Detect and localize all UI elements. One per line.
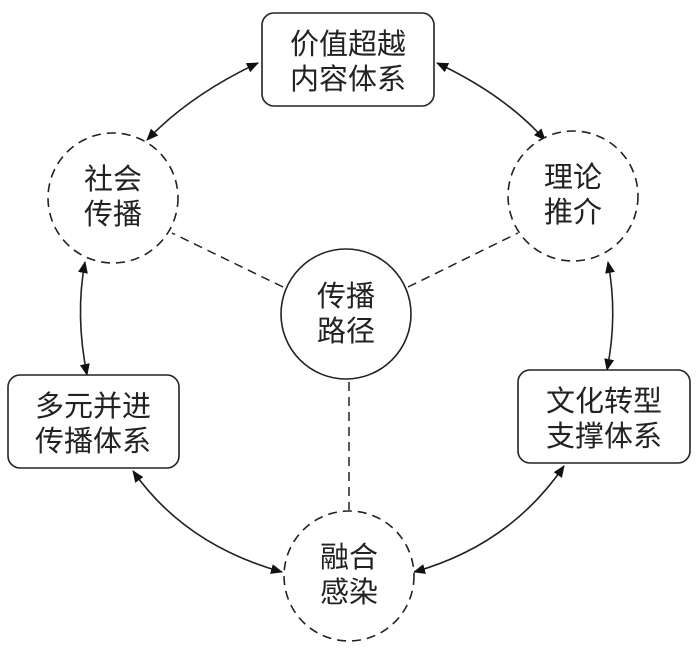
node-label-line1: 价值超越 bbox=[290, 27, 406, 61]
node-multi-parallel-system: 多元并进 传播体系 bbox=[7, 374, 180, 469]
node-label-line2: 推介 bbox=[544, 195, 602, 229]
node-label-line2: 感染 bbox=[320, 575, 378, 609]
center-label-line1: 传播 bbox=[317, 279, 375, 313]
node-value-content-system: 价值超越 内容体系 bbox=[261, 12, 435, 107]
node-label-line1: 理论 bbox=[544, 160, 602, 194]
node-theory-promotion: 理论 推介 bbox=[507, 130, 639, 262]
node-label-line2: 传播 bbox=[84, 197, 142, 231]
node-social-propagation: 社会 传播 bbox=[47, 132, 179, 264]
link-center-theory bbox=[407, 232, 519, 288]
node-label-line1: 多元并进 bbox=[35, 389, 151, 423]
node-label-line2: 内容体系 bbox=[290, 62, 406, 96]
arrow-culture-fusion bbox=[413, 465, 565, 574]
node-propagation-path-center: 传播 路径 bbox=[280, 248, 412, 380]
node-label-line2: 传播体系 bbox=[35, 424, 151, 458]
node-label-line1: 文化转型 bbox=[546, 384, 662, 418]
arrow-social-multi bbox=[78, 261, 90, 376]
arrow-theory-culture bbox=[604, 261, 615, 371]
arrow-top-theory bbox=[436, 62, 546, 141]
node-label-line1: 融合 bbox=[320, 540, 378, 574]
arrow-multi-fusion bbox=[132, 470, 283, 574]
arrow-top-social bbox=[146, 62, 259, 141]
node-cultural-transformation-system: 文化转型 支撑体系 bbox=[517, 369, 691, 464]
node-fusion-infection: 融合 感染 bbox=[283, 510, 415, 642]
node-label-line1: 社会 bbox=[84, 162, 142, 196]
center-label-line2: 路径 bbox=[317, 314, 375, 348]
link-center-social bbox=[171, 232, 284, 288]
node-label-line2: 支撑体系 bbox=[546, 419, 662, 453]
